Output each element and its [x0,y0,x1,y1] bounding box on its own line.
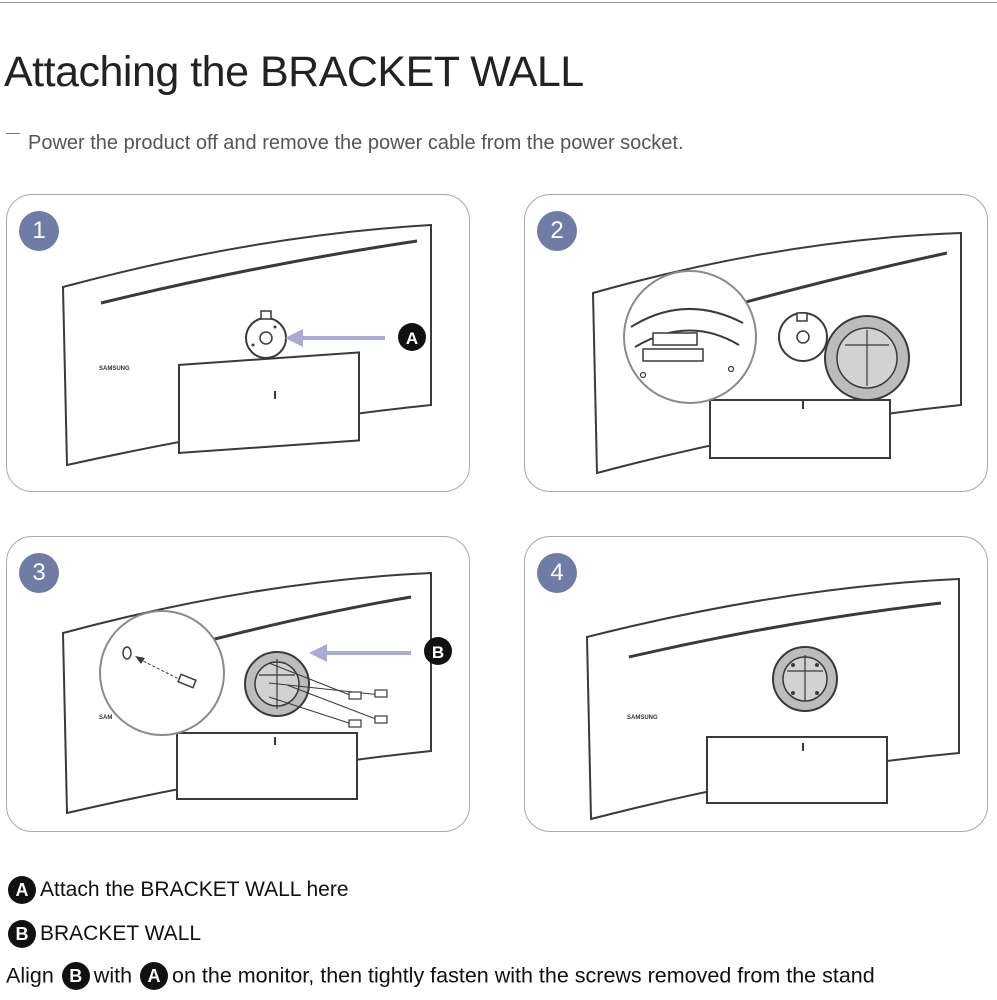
step-4-number: 4 [537,553,577,593]
instruction-suffix: on the monitor, then tightly fasten with… [172,963,875,988]
page-title: Attaching the BRACKET WALL [4,48,584,96]
step-3-panel: 3 B SAM [6,536,470,832]
instruction-badge-b: B [61,962,90,990]
step-2-panel: 2 [524,194,988,492]
step-2-illustration [591,231,962,475]
callout-b-label: B [432,643,444,662]
note-dash [6,133,20,134]
top-rule [0,2,997,3]
legend-b-text: BRACKET WALL [40,922,202,945]
step-3-illustration: B SAM [61,571,452,815]
power-off-note: Power the product off and remove the pow… [6,132,684,155]
instruction-badge-a: A [140,962,169,990]
legend-b-badge: B [8,920,36,948]
legend-a-badge: A [8,876,36,904]
step-4-panel: 4 SAMSUNG [524,536,988,832]
step-2-number: 2 [537,211,577,251]
callout-a-label: A [406,329,418,348]
step-1-number: 1 [19,211,59,251]
step-3-number: 3 [19,553,59,593]
step-4-illustration: SAMSUNG [585,577,960,821]
step-1-brand-logo: SAMSUNG [99,366,130,372]
step-1-illustration: A SAMSUNG [61,223,432,467]
note-text: Power the product off and remove the pow… [28,132,684,154]
step-3-brand-logo: SAM [99,715,112,721]
instruction-middle: with [93,963,133,988]
step-1-panel: 1 A SAMSUNG [6,194,470,492]
legend-a-text: Attach the BRACKET WALL here [40,878,349,901]
instruction-prefix: Align [6,963,54,988]
step-4-brand-logo: SAMSUNG [627,715,658,721]
